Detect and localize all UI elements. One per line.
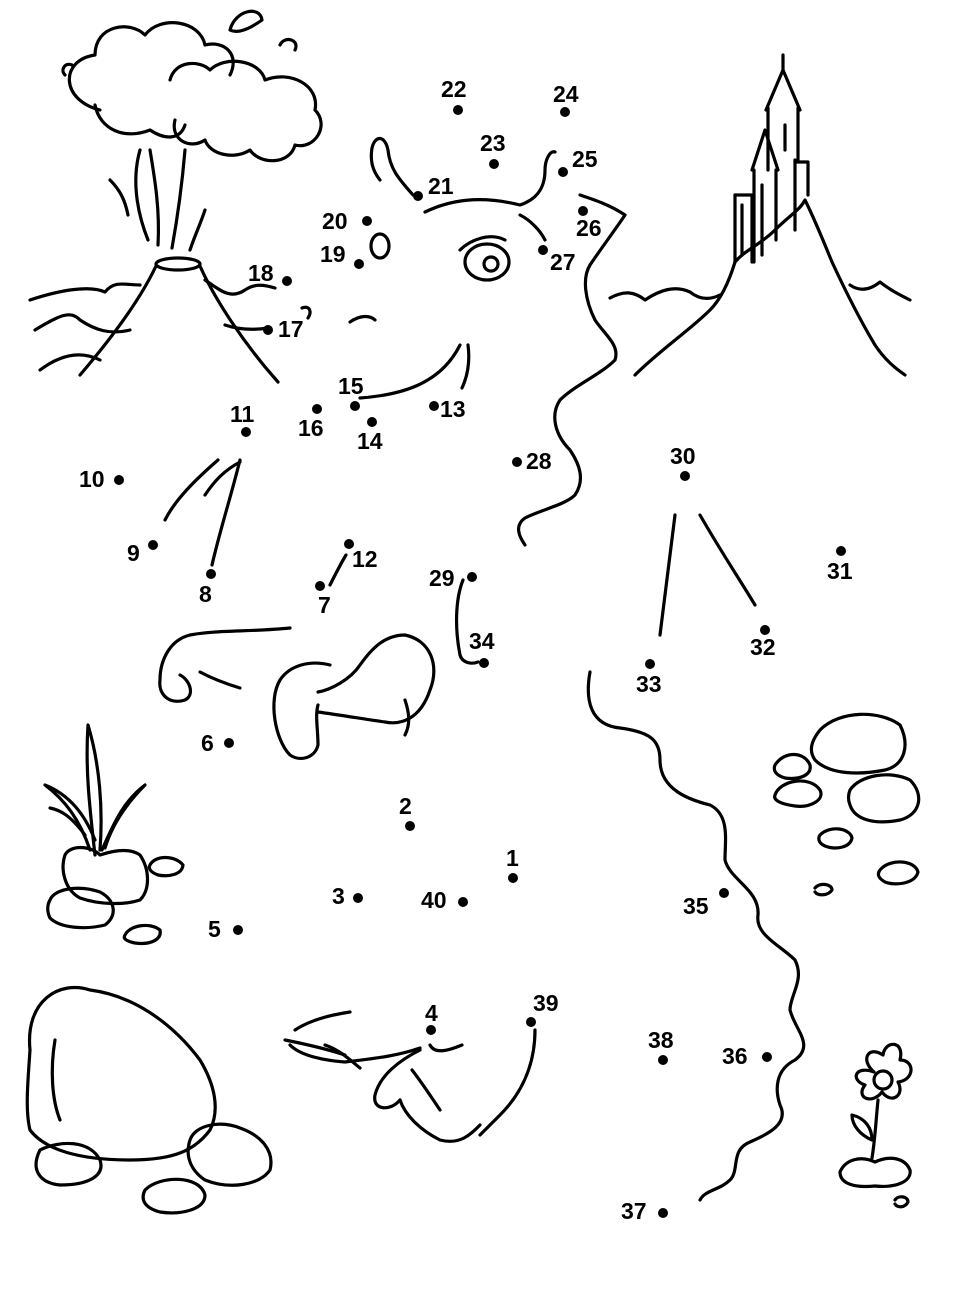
dot-label-20: 20 [322,208,348,234]
dot-7[interactable] [315,581,325,591]
dot-label-5: 5 [208,916,221,942]
dot-label-16: 16 [298,415,324,441]
dot-34[interactable] [479,658,489,668]
dot-3[interactable] [353,893,363,903]
dot-29[interactable] [467,572,477,582]
dot-38[interactable] [658,1055,668,1065]
dot-label-12: 12 [352,546,378,572]
dot-17[interactable] [263,325,273,335]
dot-16[interactable] [312,404,322,414]
dot-label-39: 39 [533,990,559,1016]
dot-15[interactable] [350,401,360,411]
dot-label-19: 19 [320,241,346,267]
dot-label-28: 28 [526,448,552,474]
dot-14[interactable] [367,417,377,427]
dot-label-15: 15 [338,373,364,399]
volcano-icon [28,9,323,384]
dot-26[interactable] [578,206,588,216]
dot-6[interactable] [224,738,234,748]
plant-icon [43,723,147,857]
dot-25[interactable] [558,167,568,177]
dot-36[interactable] [762,1052,772,1062]
dot-21[interactable] [413,191,423,201]
dot-33[interactable] [645,659,655,669]
dot-2[interactable] [405,821,415,831]
dot-9[interactable] [148,540,158,550]
dot-label-30: 30 [670,443,696,469]
dot-30[interactable] [680,471,690,481]
dot-label-14: 14 [357,428,383,454]
dot-label-24: 24 [553,81,579,107]
dot-28[interactable] [512,457,522,467]
dot-label-27: 27 [550,249,576,275]
dot-18[interactable] [282,276,292,286]
dot-label-9: 9 [127,540,140,566]
dot-12[interactable] [344,539,354,549]
dot-37[interactable] [658,1208,668,1218]
dot-31[interactable] [836,546,846,556]
dot-4[interactable] [426,1025,436,1035]
dot-20[interactable] [362,216,372,226]
dot-label-22: 22 [441,76,467,102]
dot-label-38: 38 [648,1027,674,1053]
dot-label-6: 6 [201,730,214,756]
dot-label-11: 11 [230,401,255,427]
dot-32[interactable] [760,625,770,635]
dot-label-35: 35 [683,893,709,919]
dot-label-2: 2 [399,793,412,819]
dot-label-8: 8 [199,581,212,607]
dot-40[interactable] [458,897,468,907]
dot-24[interactable] [560,107,570,117]
dot-label-32: 32 [750,634,776,660]
dot-8[interactable] [206,569,216,579]
dot-22[interactable] [453,105,463,115]
castle-icon [608,53,912,377]
dot-label-21: 21 [428,173,454,199]
dot-13[interactable] [429,401,439,411]
dot-5[interactable] [233,925,243,935]
dinosaur-outline [158,136,806,1202]
dot-label-10: 10 [79,466,105,492]
rock-icon [25,712,921,1215]
dot-label-33: 33 [636,671,662,697]
dot-label-13: 13 [440,396,466,422]
flower-icon [838,1042,913,1209]
dot-label-18: 18 [248,260,274,286]
dot-label-34: 34 [469,628,495,654]
dot-label-7: 7 [318,592,331,618]
dot-label-25: 25 [572,146,598,172]
dot-label-4: 4 [425,1000,438,1026]
dot-10[interactable] [114,475,124,485]
dot-label-17: 17 [278,316,304,342]
dot-1[interactable] [508,873,518,883]
dot-label-31: 31 [827,558,853,584]
dot-39[interactable] [526,1017,536,1027]
dot-label-37: 37 [621,1198,647,1224]
dot-label-3: 3 [332,883,345,909]
dot-11[interactable] [241,427,251,437]
dot-label-23: 23 [480,130,506,156]
dot-27[interactable] [538,245,548,255]
dot-label-36: 36 [722,1043,748,1069]
dot-label-40: 40 [421,887,447,913]
dot-23[interactable] [489,159,499,169]
dot-35[interactable] [719,888,729,898]
dot-label-26: 26 [576,215,602,241]
dot-19[interactable] [354,259,364,269]
dot-label-1: 1 [506,845,519,871]
dot-label-29: 29 [429,565,455,591]
